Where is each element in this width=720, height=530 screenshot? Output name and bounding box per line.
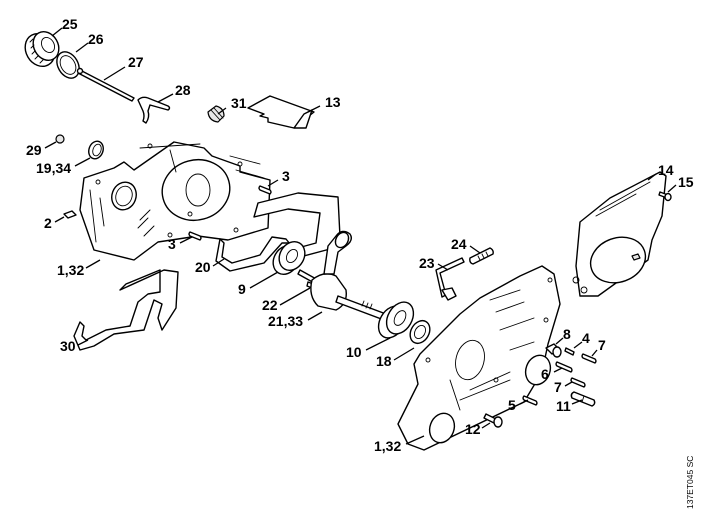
leader-6: [553, 367, 563, 373]
callout-27: 27: [128, 54, 144, 70]
leader-24: [469, 245, 481, 254]
callout-31: 31: [231, 95, 247, 111]
part-21-33-crankshaft: [297, 230, 387, 321]
callout-1-32-left: 1,32: [57, 262, 84, 278]
part-9-ball-bearing: [272, 240, 306, 276]
callout-3-lower: 3: [168, 236, 176, 252]
part-15-screw: [658, 191, 672, 202]
callout-25: 25: [62, 16, 78, 32]
leader-14: [647, 173, 657, 181]
leader-10: [365, 337, 391, 351]
callout-10: 10: [346, 344, 362, 360]
callout-5: 5: [508, 397, 516, 413]
leader-2133: [307, 311, 323, 321]
part-11-collar-stud: [570, 391, 596, 407]
callout-14: 14: [658, 162, 674, 178]
leader-7b: [564, 381, 573, 387]
callout-8: 8: [563, 326, 571, 342]
leader-132a: [85, 259, 101, 269]
leader-30: [77, 339, 89, 346]
part-30-gasket: [73, 269, 179, 351]
leader-5: [519, 399, 529, 405]
leader-12: [481, 422, 491, 429]
part-13-baffle-plate: [247, 95, 315, 129]
callout-11: 11: [556, 398, 571, 414]
part-24-fitting: [469, 247, 494, 265]
leader-8: [555, 337, 564, 345]
leader-132b: [405, 435, 425, 445]
leader-1934: [74, 157, 91, 167]
leader-lines: [44, 27, 677, 445]
leader-20: [212, 258, 225, 267]
callout-1-32-right: 1,32: [374, 438, 401, 454]
leader-4: [573, 341, 583, 349]
part-14-cover-plate: [572, 171, 667, 297]
callout-19-34: 19,34: [36, 160, 71, 176]
callout-24: 24: [451, 236, 467, 252]
callout-18: 18: [376, 353, 392, 369]
callout-29: 29: [26, 142, 42, 158]
callout-15: 15: [678, 174, 694, 190]
leader-29: [44, 141, 57, 149]
part-2-plug: [63, 210, 77, 219]
leader-25: [51, 27, 63, 37]
leader-22: [279, 287, 311, 306]
callout-2: 2: [44, 215, 52, 231]
part-28-bracket: [137, 96, 171, 124]
leader-9: [249, 271, 279, 289]
leader-28: [157, 93, 174, 103]
leader-13: [307, 105, 321, 113]
leader-31: [217, 107, 227, 115]
leader-3b: [179, 236, 193, 244]
part-27-rod: [76, 67, 135, 102]
leader-23: [437, 263, 449, 271]
callout-labels: 25 26 27 28 31 13 29 19,34 3 2 3 1,32 20…: [26, 16, 694, 454]
leader-27: [103, 66, 126, 81]
leader-7a: [591, 349, 598, 357]
leader-18: [393, 347, 415, 361]
callout-7-upper: 7: [598, 337, 606, 353]
callout-23: 23: [419, 255, 435, 271]
part-8-sleeve: [545, 343, 562, 358]
callout-4: 4: [582, 330, 590, 346]
callout-6: 6: [541, 366, 549, 382]
part-7-stud-upper: [581, 353, 597, 364]
callout-22: 22: [262, 297, 278, 313]
part-3-dowel-pin-lower: [188, 231, 202, 241]
callout-30: 30: [60, 338, 76, 354]
part-1-32-crankcase-right: [397, 265, 561, 451]
part-18-oil-seal: [409, 319, 431, 345]
part-5-screw: [522, 395, 538, 406]
part-6-pin: [555, 361, 573, 373]
part-4-screw: [564, 347, 575, 356]
part-7-stud-lower: [570, 377, 586, 388]
callout-9: 9: [238, 281, 246, 297]
part-25-starter-ring: [24, 30, 60, 68]
part-19-34-oil-seal: [88, 140, 104, 160]
callout-12: 12: [465, 421, 481, 437]
leader-11: [571, 399, 583, 405]
callout-20: 20: [195, 259, 211, 275]
part-26-washer: [56, 51, 80, 79]
leader-2: [54, 216, 65, 223]
callout-7-lower: 7: [554, 379, 562, 395]
part-10-ball-bearing: [377, 301, 415, 339]
leader-3a: [267, 179, 279, 187]
callout-13: 13: [325, 94, 341, 110]
callout-26: 26: [88, 31, 104, 47]
part-12-screw: [483, 413, 503, 428]
part-29-nut: [55, 134, 65, 144]
leader-26: [75, 42, 89, 53]
reference-code: 137ET045 SC: [685, 456, 695, 509]
part-3-dowel-pin-upper: [258, 185, 272, 195]
part-23-tube: [435, 257, 465, 301]
callout-28: 28: [175, 82, 191, 98]
callout-21-33: 21,33: [268, 313, 303, 329]
leader-15: [667, 184, 677, 193]
part-1-32-crankcase-left: [79, 141, 271, 261]
part-31-grommet: [207, 105, 225, 123]
callout-3-upper: 3: [282, 168, 290, 184]
